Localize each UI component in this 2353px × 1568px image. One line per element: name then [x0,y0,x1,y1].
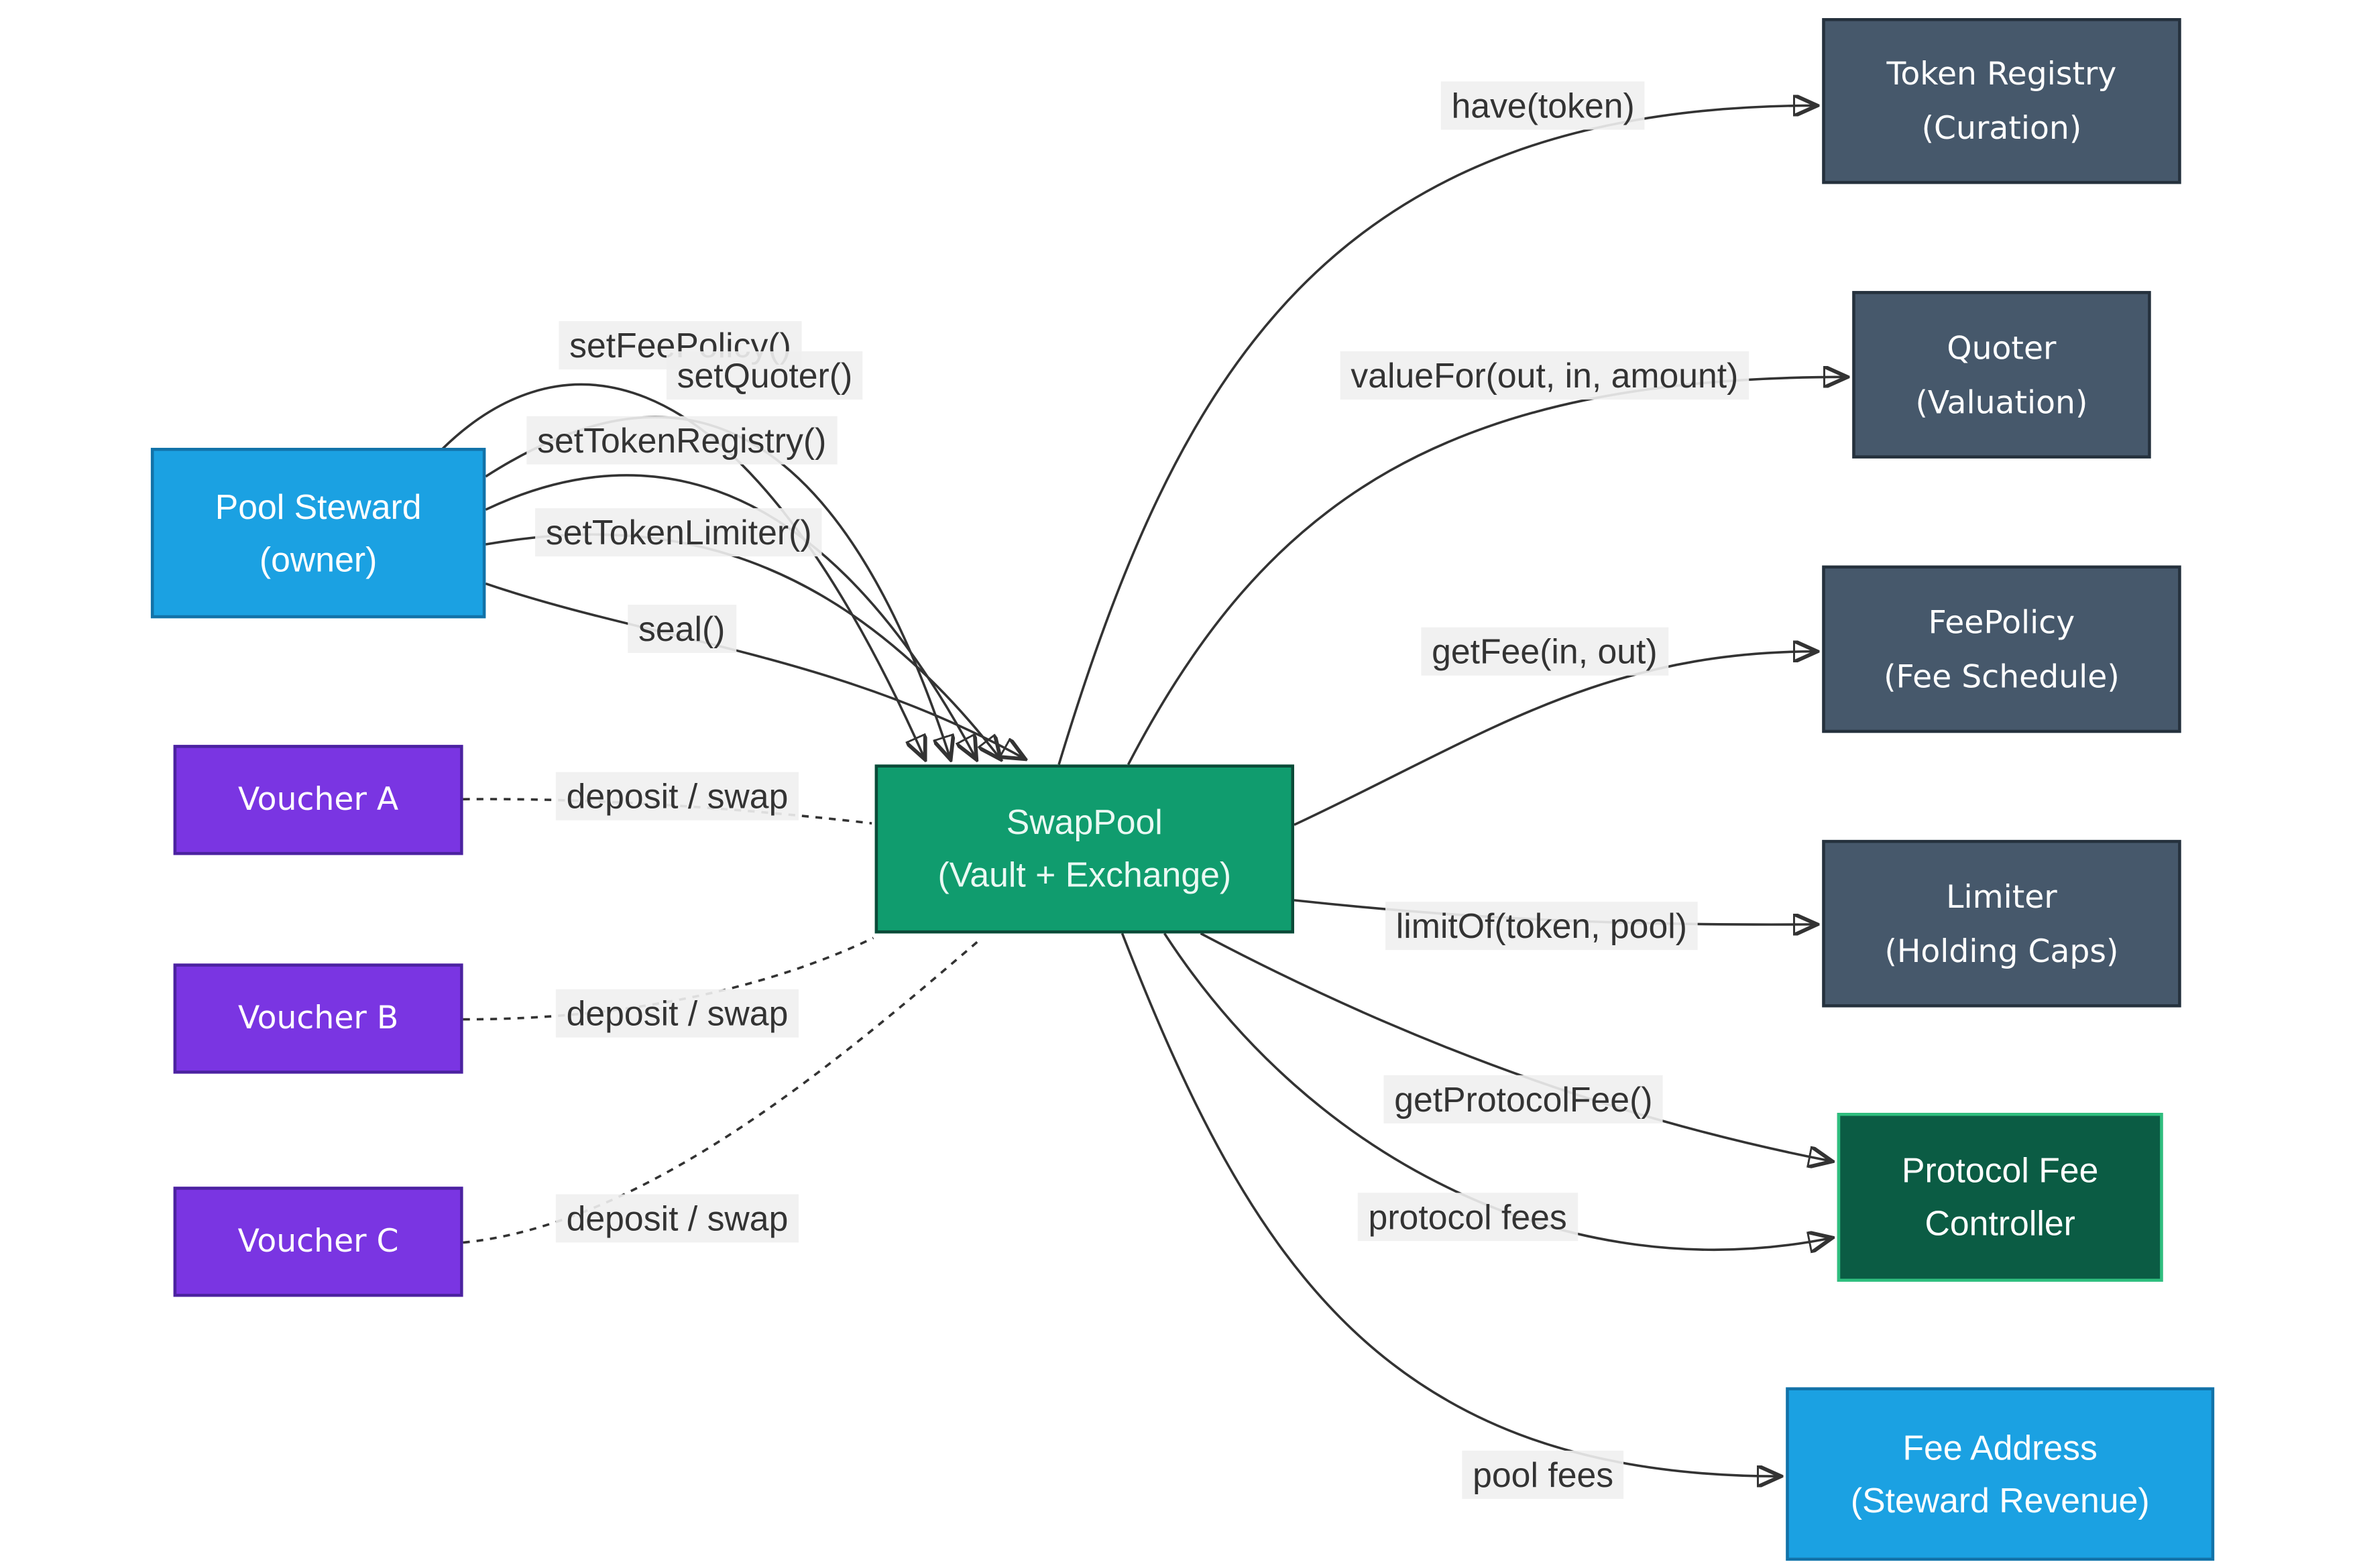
node-voucher-c-title: Voucher C [237,1223,399,1260]
node-quoter-title: Quoter [1947,329,2057,366]
edge-label-deposit-swap-a[interactable]: deposit / swap [555,772,799,821]
node-fee-address-subtitle: (Steward Revenue) [1850,1480,2150,1520]
edge-label-have-token[interactable]: have(token) [1440,81,1646,130]
node-token-registry[interactable]: Token Registry (Curation) [1822,17,2181,184]
edge-label-deposit-swap-c[interactable]: deposit / swap [555,1194,799,1243]
node-pool-steward-subtitle: (owner) [259,539,378,579]
edge-label-get-protocol-fee[interactable]: getProtocolFee() [1383,1075,1664,1124]
node-pool-steward-title: Pool Steward [215,486,422,526]
node-voucher-a[interactable]: Voucher A [173,745,463,855]
node-fee-policy-title: FeePolicy [1928,603,2075,640]
node-fee-address[interactable]: Fee Address (Steward Revenue) [1786,1387,2215,1561]
node-fee-policy-subtitle: (Fee Schedule) [1884,658,2120,695]
edge-label-seal[interactable]: seal() [628,605,736,653]
edge-label-set-token-registry[interactable]: setTokenRegistry() [526,416,838,465]
edge-label-set-quoter[interactable]: setQuoter() [666,351,864,400]
node-voucher-b-title: Voucher B [237,1000,399,1036]
node-token-registry-subtitle: (Curation) [1921,110,2082,147]
edge-get-fee [1294,652,1816,827]
node-swap-pool-title: SwapPool [1006,802,1163,842]
edge-label-get-fee[interactable]: getFee(in, out) [1421,627,1668,676]
edge-set-fee-policy [441,383,925,759]
edge-set-token-limiter [485,533,1000,758]
node-limiter-subtitle: (Holding Caps) [1884,932,2119,969]
node-quoter[interactable]: Quoter (Valuation) [1852,291,2151,459]
edge-set-token-registry [485,474,976,759]
node-voucher-b[interactable]: Voucher B [173,963,463,1074]
edge-label-protocol-fees[interactable]: protocol fees [1357,1193,1578,1242]
edge-deposit-swap-c [463,937,983,1244]
node-protocol-fee-controller-title: Protocol Fee Controller [1902,1150,2099,1243]
node-fee-policy[interactable]: FeePolicy (Fee Schedule) [1822,565,2181,733]
node-swap-pool-subtitle: (Vault + Exchange) [937,855,1232,894]
node-limiter-title: Limiter [1946,878,2057,915]
node-quoter-subtitle: (Valuation) [1915,383,2088,420]
edge-label-pool-fees[interactable]: pool fees [1462,1450,1624,1499]
node-protocol-fee-controller[interactable]: Protocol Fee Controller [1837,1113,2163,1282]
node-limiter[interactable]: Limiter (Holding Caps) [1822,839,2181,1008]
edge-set-quoter [485,416,950,758]
edge-value-for [1127,377,1847,766]
edge-label-deposit-swap-b[interactable]: deposit / swap [555,989,799,1038]
node-voucher-c[interactable]: Voucher C [173,1187,463,1297]
edge-label-value-for[interactable]: valueFor(out, in, amount) [1340,351,1749,400]
edge-label-set-token-limiter[interactable]: setTokenLimiter() [535,508,823,557]
node-fee-address-title: Fee Address [1902,1427,2098,1467]
edge-label-limit-of[interactable]: limitOf(token, pool) [1385,902,1698,951]
node-voucher-a-title: Voucher A [238,781,399,818]
node-token-registry-title: Token Registry [1886,56,2117,93]
edge-seal [485,582,1024,759]
node-pool-steward[interactable]: Pool Steward (owner) [150,448,486,619]
node-swap-pool[interactable]: SwapPool (Vault + Exchange) [874,764,1294,934]
edge-protocol-fees [1163,932,1831,1250]
edge-deposit-swap-a [463,798,872,825]
edge-get-protocol-fee [1200,932,1831,1161]
